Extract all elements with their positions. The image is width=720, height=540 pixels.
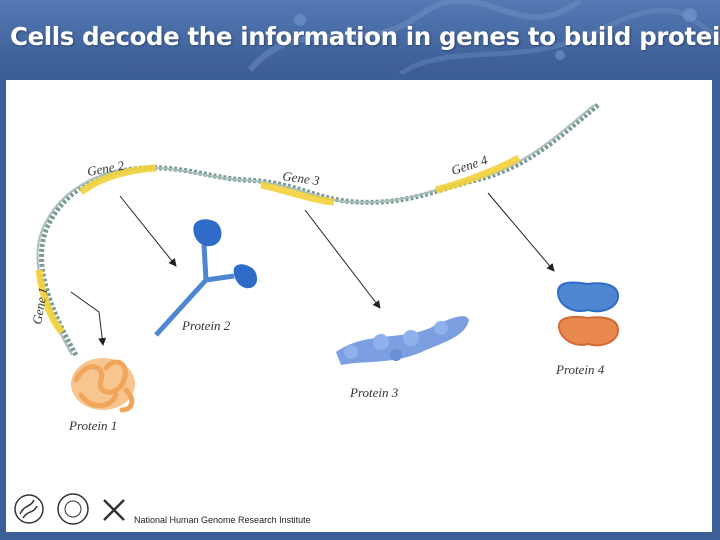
- gene-1-label: Gene 1: [29, 286, 50, 325]
- hhs-logo: [14, 494, 44, 524]
- nih-seal-logo: [57, 493, 89, 525]
- gene-to-protein-diagram: Gene 1 Gene 2 Gene 3 Gene 4 Protein 1: [14, 103, 620, 525]
- dna-strand: [36, 103, 600, 357]
- arrow-gene-3: [304, 209, 381, 309]
- header-banner: Cells decode the information in genes to…: [0, 0, 720, 74]
- protein-4-label: Protein 4: [555, 362, 605, 377]
- gene-3-highlight: [260, 181, 335, 206]
- diagram-panel: Gene 1 Gene 2 Gene 3 Gene 4 Protein 1: [6, 80, 712, 532]
- slide-title: Cells decode the information in genes to…: [10, 22, 720, 51]
- protein-3-graphic: [336, 316, 469, 365]
- protein-2-label: Protein 2: [181, 318, 231, 333]
- gene-3-label: Gene 3: [282, 168, 321, 188]
- protein-4-graphic: [556, 281, 620, 347]
- gene-2-label: Gene 2: [86, 158, 126, 179]
- arrow-gene-2: [119, 195, 177, 267]
- nhgri-logo: [103, 499, 125, 521]
- protein-3-label: Protein 3: [349, 385, 399, 400]
- protein-1-label: Protein 1: [68, 418, 117, 433]
- arrow-gene-1: [70, 291, 107, 346]
- protein-2-graphic: [154, 219, 257, 337]
- gene-2-highlight: [78, 164, 157, 195]
- gene-1-highlight: [35, 269, 65, 335]
- nhgri-footer-text: National Human Genome Research Institute: [134, 515, 311, 525]
- protein-1-graphic: [71, 358, 135, 413]
- gene-4-highlight: [435, 154, 521, 194]
- arrow-gene-4: [487, 192, 555, 272]
- header-dna-decoration: [247, 0, 720, 74]
